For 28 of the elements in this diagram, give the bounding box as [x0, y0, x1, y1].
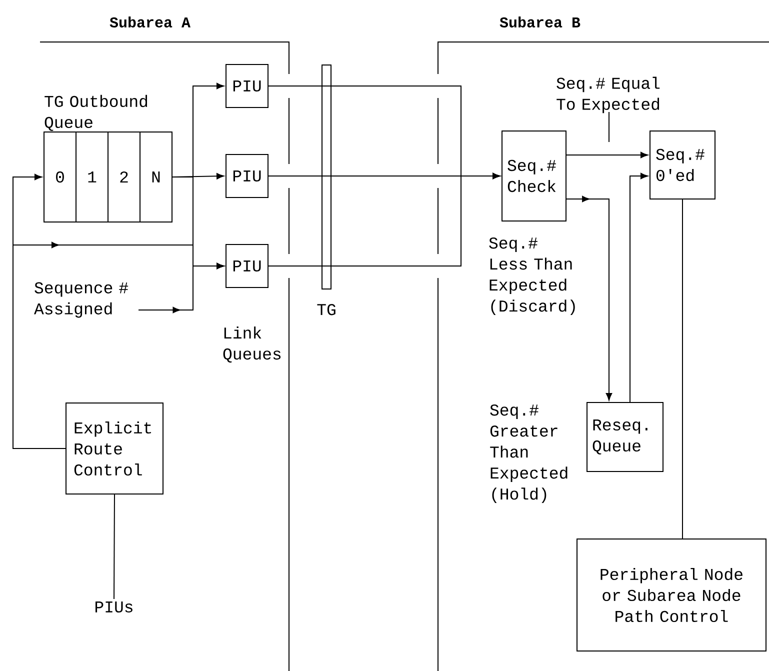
- path-control-box: Peripheral Node or Subarea Node Path Control: [576, 538, 766, 652]
- check-box: Seq.# Check: [502, 130, 566, 222]
- control-box: Explicit Route Control: [66, 402, 164, 494]
- tg-bar: TG: [317, 64, 336, 316]
- arrow: [630, 172, 648, 402]
- node-label: TG: [317, 304, 336, 316]
- heading: Subarea A: [110, 16, 190, 28]
- note-text: PIUs: [96, 601, 132, 612]
- annotation-text: Link Queues: [223, 326, 281, 363]
- arrow: [566, 152, 648, 158]
- heading: Subarea B: [500, 16, 580, 28]
- edge-label: Seq.# Greater Than Expected (Hold): [490, 404, 568, 503]
- piu-box: PIU: [226, 244, 268, 288]
- queue-box: Reseq. Queue: [586, 402, 664, 472]
- note-text: Sequence # Assigned: [34, 282, 128, 318]
- piu-box: PIU: [226, 154, 268, 198]
- edge-label: Seq.# Equal To Expected: [556, 76, 660, 114]
- arrow: [566, 196, 612, 400]
- queue-cell: 1: [76, 132, 108, 222]
- queue-cell: N: [140, 132, 172, 222]
- queue-cell: 0: [44, 132, 76, 222]
- annotation-text: Seq.# Less Than Expected (Discard): [489, 238, 575, 315]
- arrow: [268, 172, 500, 266]
- queue-cell: 2: [108, 132, 140, 222]
- piu-box: PIU: [226, 64, 268, 108]
- arrow: [12, 242, 224, 449]
- process-box: Seq.# 0'ed: [650, 130, 716, 200]
- node-label: TG Outbound Queue: [44, 94, 148, 131]
